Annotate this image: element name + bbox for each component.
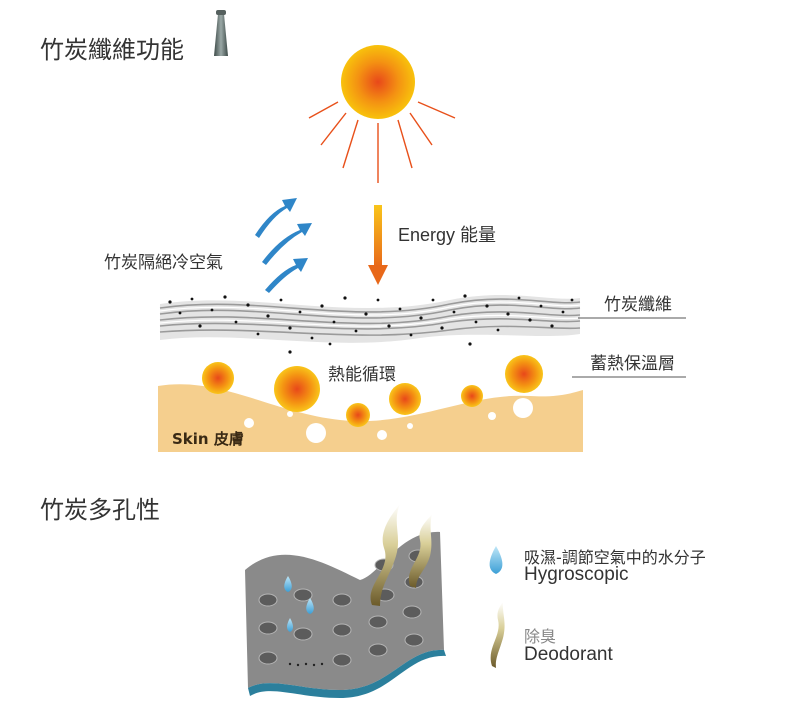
heat-circles <box>202 355 543 427</box>
heat-cycle-label: 熱能循環 <box>328 365 396 385</box>
legend-deodorant-cn: 除臭 <box>524 627 557 646</box>
skin-label: Skin 皮膚 <box>172 430 244 448</box>
odor-wisp-icon <box>490 602 505 668</box>
legend-hygroscopic-cn: 吸濕-調節空氣中的水分子 <box>524 548 706 567</box>
energy-arrow <box>368 205 388 285</box>
porous-charcoal-illustration <box>245 504 446 698</box>
cold-air-arrows <box>255 198 312 293</box>
charcoal-fiber-band <box>159 294 581 354</box>
cold-air-label: 竹炭隔絕冷空氣 <box>104 253 223 273</box>
fiber-label: 竹炭纖維 <box>604 295 672 315</box>
yarn-spool-icon <box>214 10 228 56</box>
sun-rays <box>308 101 456 183</box>
energy-label: Energy 能量 <box>398 225 497 245</box>
section1-title: 竹炭纖維功能 <box>40 36 184 64</box>
legend-deodorant-en: Deodorant <box>524 644 613 665</box>
heat-layer-label: 蓄熱保溫層 <box>590 354 675 374</box>
section2-title: 竹炭多孔性 <box>40 496 160 524</box>
sun-icon <box>341 45 415 119</box>
legend-hygroscopic-en: Hygroscopic <box>524 564 629 585</box>
water-drop-icon <box>489 546 503 574</box>
